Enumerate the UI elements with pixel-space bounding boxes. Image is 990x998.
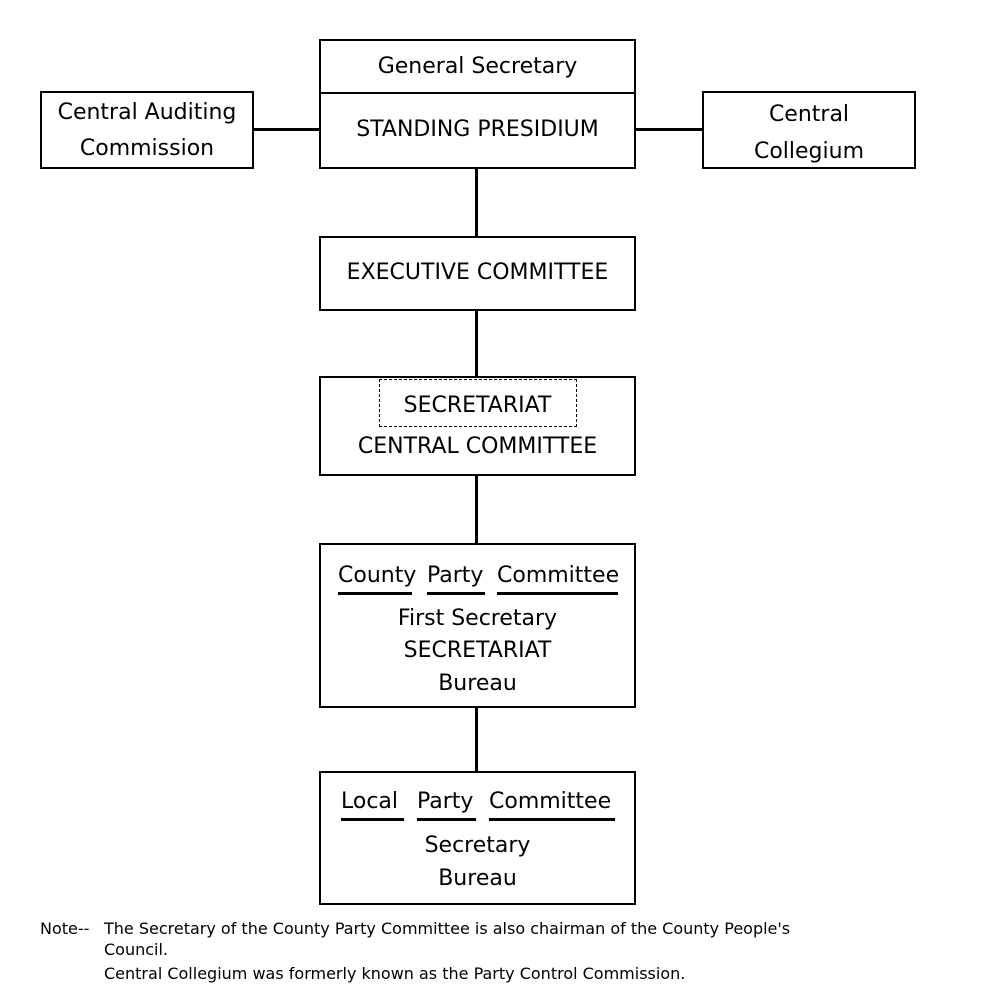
central-collegium-label-line2: Collegium xyxy=(753,139,865,164)
central-auditing-label-line1: Central Auditing xyxy=(57,100,237,125)
first-secretary-label: First Secretary xyxy=(397,606,558,631)
local-bureau-label: Bureau xyxy=(438,866,517,891)
local-underline xyxy=(341,818,404,821)
connector-left-to-presidium xyxy=(252,128,320,131)
central-committee-label: CENTRAL COMMITTEE xyxy=(357,434,598,459)
county-party-committee-box: County Party Committee First Secretary S… xyxy=(319,543,636,708)
central-collegium-box: Central Collegium xyxy=(702,91,916,169)
local-party-word: Party xyxy=(417,789,474,814)
county-bureau-label: Bureau xyxy=(438,671,517,696)
committee-word: Committee xyxy=(497,563,620,588)
general-secretary-label: General Secretary xyxy=(377,54,578,79)
presidium-divider xyxy=(321,92,634,94)
note-line-1: The Secretary of the County Party Commit… xyxy=(104,919,791,938)
connector-central-to-county xyxy=(475,474,478,545)
note-line-2: Council. xyxy=(104,940,169,959)
party-underline xyxy=(427,592,485,595)
standing-presidium-label: STANDING PRESIDIUM xyxy=(356,117,599,142)
executive-committee-label: EXECUTIVE COMMITTEE xyxy=(346,260,609,285)
standing-presidium-box: General Secretary STANDING PRESIDIUM xyxy=(319,39,636,169)
county-word: County xyxy=(338,563,417,588)
local-committee-underline xyxy=(489,818,615,821)
note-label: Note-- xyxy=(40,919,90,938)
local-secretary-label: Secretary xyxy=(424,833,531,858)
connector-presidium-to-right xyxy=(634,128,704,131)
county-underline xyxy=(338,592,412,595)
county-secretariat-label: SECRETARIAT xyxy=(403,638,552,663)
local-word: Local xyxy=(341,789,399,814)
connector-executive-to-central xyxy=(475,309,478,378)
party-word: Party xyxy=(427,563,484,588)
connector-county-to-local xyxy=(475,706,478,773)
committee-underline xyxy=(497,592,618,595)
secretariat-dashed-frame xyxy=(379,379,577,427)
central-auditing-commission-box: Central Auditing Commission xyxy=(40,91,254,169)
central-auditing-label-line2: Commission xyxy=(79,136,215,161)
local-party-committee-box: Local Party Committee Secretary Bureau xyxy=(319,771,636,905)
note-line-3: Central Collegium was formerly known as … xyxy=(104,964,686,983)
executive-committee-box: EXECUTIVE COMMITTEE xyxy=(319,236,636,311)
central-committee-box: SECRETARIAT CENTRAL COMMITTEE xyxy=(319,376,636,476)
central-collegium-label-line1: Central xyxy=(768,102,850,127)
local-party-underline xyxy=(417,818,476,821)
connector-presidium-to-executive xyxy=(475,167,478,238)
local-committee-word: Committee xyxy=(489,789,612,814)
secretariat-label: SECRETARIAT xyxy=(403,393,552,418)
